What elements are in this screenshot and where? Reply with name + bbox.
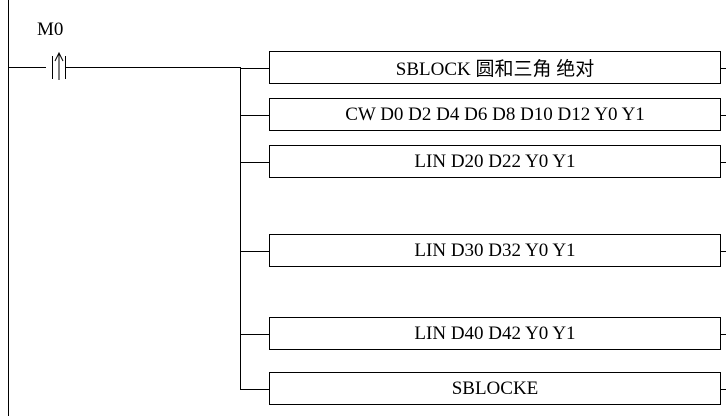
instruction-box[interactable]: LIN D20 D22 Y0 Y1 [269,145,721,178]
branch-wires [240,68,270,390]
rising-edge-contact-icon [52,51,66,80]
instruction-box[interactable]: LIN D30 D32 Y0 Y1 [269,234,721,267]
instruction-box[interactable]: CW D0 D2 D4 D6 D8 D10 D12 Y0 Y1 [269,98,721,131]
instruction-text: LIN D20 D22 Y0 Y1 [414,150,576,172]
instruction-text: SBLOCK 圆和三角 绝对 [395,59,595,80]
instruction-text: SBLOCKE [451,377,539,399]
instruction-text: LIN D40 D42 Y0 Y1 [414,322,576,344]
contact-label: M0 [37,19,64,40]
instruction-box[interactable]: SBLOCKE [269,372,721,405]
instruction-text: CW D0 D2 D4 D6 D8 D10 D12 Y0 Y1 [345,103,645,125]
instruction-box[interactable]: LIN D40 D42 Y0 Y1 [269,317,721,350]
instruction-text: LIN D30 D32 Y0 Y1 [414,239,576,261]
instruction-box[interactable]: SBLOCK 圆和三角 绝对 [269,51,721,84]
